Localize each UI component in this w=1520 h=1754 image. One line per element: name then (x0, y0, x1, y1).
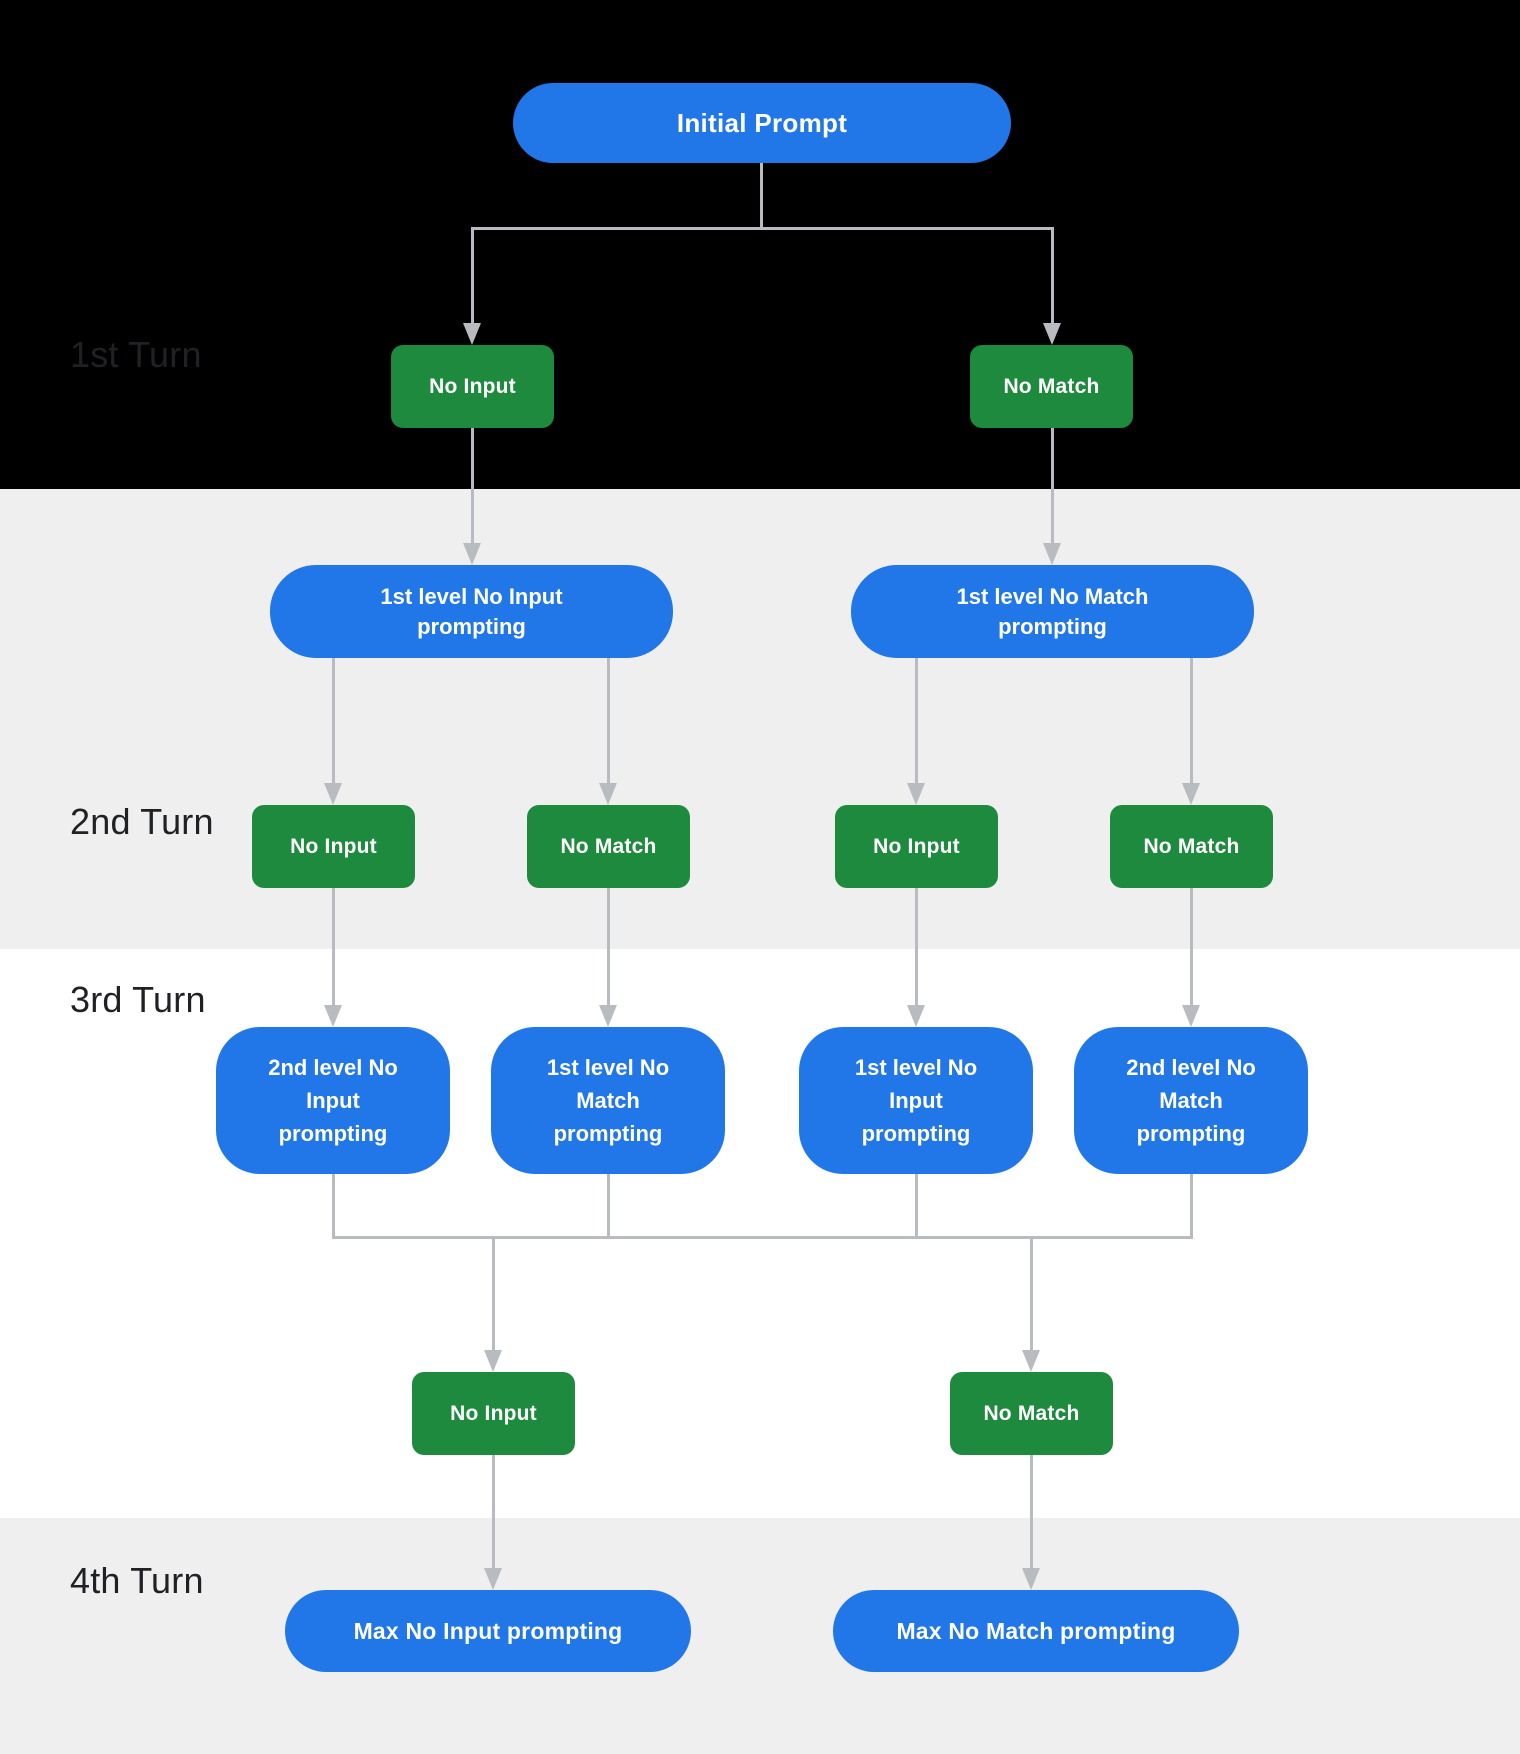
connector-line (1030, 1455, 1033, 1568)
connector-line (915, 1174, 918, 1239)
arrowhead (1022, 1568, 1040, 1590)
connector-line (332, 658, 335, 785)
arrowhead (907, 1005, 925, 1027)
arrowhead (484, 1568, 502, 1590)
turn-label-1: 1st Turn (70, 334, 202, 375)
turn3-no-input-node: No Input (412, 1372, 575, 1455)
arrowhead (1043, 323, 1061, 345)
arrowhead (324, 783, 342, 805)
band-turn2 (0, 489, 1520, 949)
connector-line (332, 1236, 1193, 1239)
band-turn1 (0, 0, 1520, 489)
turn-label-2: 2nd Turn (70, 801, 214, 842)
arrowhead (324, 1005, 342, 1027)
band-turn3 (0, 949, 1520, 1518)
arrowhead (484, 1350, 502, 1372)
level2-no-input-prompting-node: 2nd level No Input prompting (216, 1027, 450, 1174)
connector-line (915, 658, 918, 785)
connector-line (492, 1455, 495, 1568)
turn-label-3: 3rd Turn (70, 979, 206, 1020)
connector-line (1190, 888, 1193, 1005)
connector-line (607, 888, 610, 1005)
max-no-input-prompting-node: Max No Input prompting (285, 1590, 691, 1672)
connector-line (471, 228, 474, 324)
connector-line (1190, 1174, 1193, 1239)
band-turn4 (0, 1518, 1520, 1754)
turn1-no-match-node: No Match (970, 345, 1133, 428)
connector-line (1030, 1236, 1033, 1350)
connector-line (1051, 228, 1054, 324)
turn3-no-match-node: No Match (950, 1372, 1113, 1455)
connector-line (1190, 658, 1193, 785)
arrowhead (1043, 543, 1061, 565)
connector-line (332, 888, 335, 1005)
connector-line (471, 428, 474, 545)
arrowhead (1182, 1005, 1200, 1027)
turn-label-4: 4th Turn (70, 1560, 204, 1601)
turn2-no-input-node-2: No Input (835, 805, 998, 888)
turn2-no-match-node-1: No Match (527, 805, 690, 888)
turn1-no-input-node: No Input (391, 345, 554, 428)
connector-line (471, 227, 1054, 230)
arrowhead (1022, 1350, 1040, 1372)
level1-no-match-prompting-node: 1st level No Match prompting (851, 565, 1254, 658)
arrowhead (463, 543, 481, 565)
arrowhead (599, 1005, 617, 1027)
connector-line (607, 1174, 610, 1239)
level1-no-input-prompting-node-2: 1st level No Input prompting (799, 1027, 1033, 1174)
arrowhead (599, 783, 617, 805)
level1-no-match-prompting-node-2: 1st level No Match prompting (491, 1027, 725, 1174)
connector-line (607, 658, 610, 785)
level2-no-match-prompting-node: 2nd level No Match prompting (1074, 1027, 1308, 1174)
connector-line (1051, 428, 1054, 545)
arrowhead (463, 323, 481, 345)
level1-no-input-prompting-node: 1st level No Input prompting (270, 565, 673, 658)
connector-line (332, 1174, 335, 1239)
initial-prompt-node: Initial Prompt (513, 83, 1011, 163)
connector-line (915, 888, 918, 1005)
turn2-no-match-node-2: No Match (1110, 805, 1273, 888)
connector-line (760, 163, 763, 228)
turn2-no-input-node-1: No Input (252, 805, 415, 888)
arrowhead (907, 783, 925, 805)
connector-line (492, 1236, 495, 1350)
arrowhead (1182, 783, 1200, 805)
max-no-match-prompting-node: Max No Match prompting (833, 1590, 1239, 1672)
